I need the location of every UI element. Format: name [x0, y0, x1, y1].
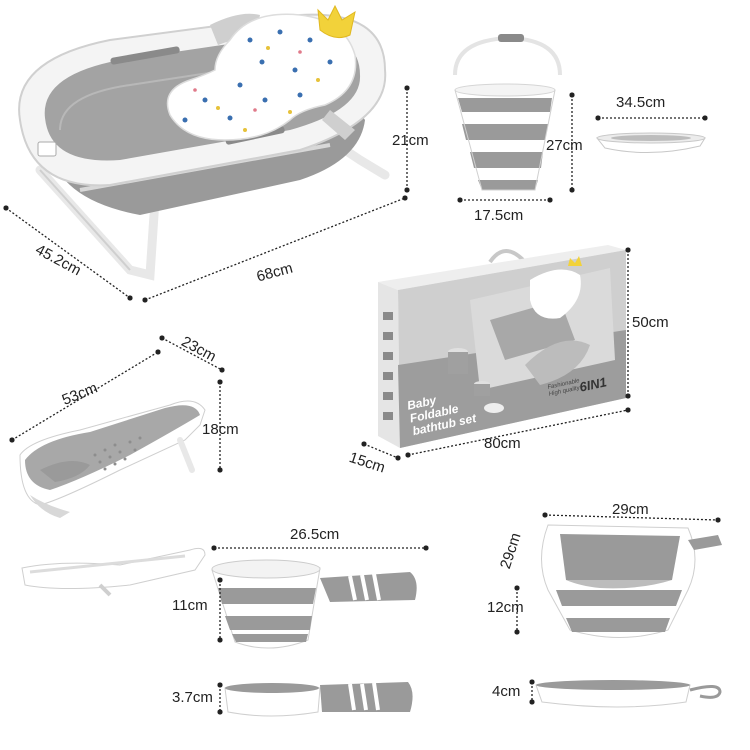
folded-basin	[529, 679, 722, 708]
product-box	[361, 245, 631, 461]
scoop-height-label: 11cm	[172, 597, 208, 614]
foldable-bucket	[453, 34, 575, 203]
basin-width-label: 29cm	[612, 501, 649, 518]
box-crown-icon	[568, 256, 582, 266]
crown-icon	[317, 4, 356, 39]
basin-height-label: 12cm	[487, 599, 524, 616]
folding-basin	[514, 512, 722, 638]
box-width-label: 80cm	[484, 435, 521, 452]
seat-height-label: 18cm	[202, 421, 239, 438]
scoop-length-label: 26.5cm	[290, 526, 340, 543]
plate-width-label: 34.5cm	[616, 94, 666, 111]
bucket-width-label: 17.5cm	[474, 207, 524, 224]
tub-height-label: 21cm	[392, 132, 429, 149]
folded-plate	[595, 115, 708, 153]
bath-cushion	[166, 4, 357, 141]
scoop-folded-height-label: 3.7cm	[172, 689, 213, 706]
bath-seat	[9, 335, 225, 518]
folding-scoop	[21, 545, 429, 649]
basin-folded-height-label: 4cm	[492, 683, 521, 700]
folded-scoop	[217, 682, 413, 717]
bucket-height-label: 27cm	[546, 137, 583, 154]
box-height-label: 50cm	[632, 314, 669, 331]
foldable-bathtub	[3, 4, 410, 303]
